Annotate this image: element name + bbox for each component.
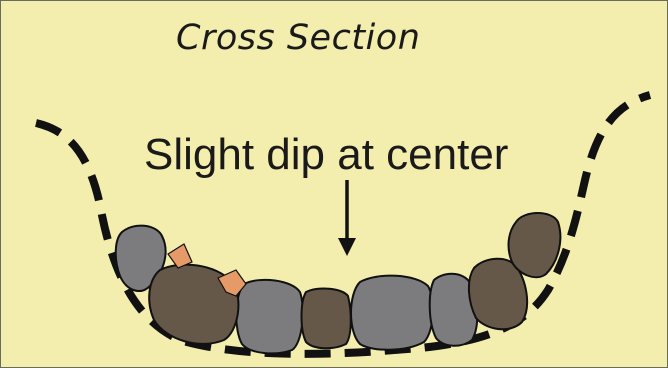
diagram-caption: Slight dip at center	[144, 130, 508, 180]
stone-light-2	[236, 280, 303, 354]
diagram-title: Cross Section	[176, 18, 420, 58]
stone-dark-center	[302, 289, 351, 349]
stone-light-center	[351, 276, 433, 350]
